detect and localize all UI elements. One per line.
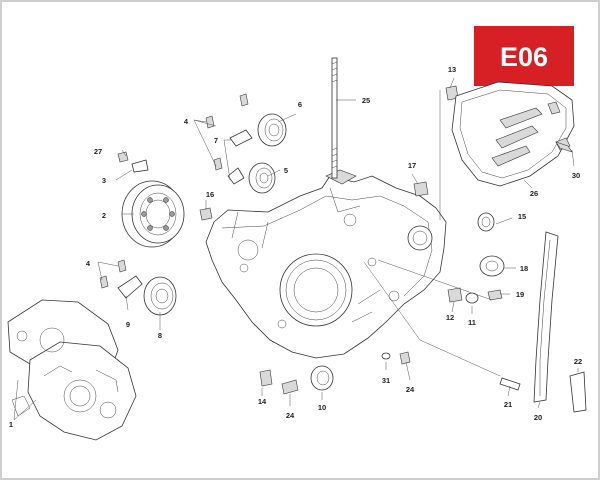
callout-21: 21 xyxy=(504,400,512,409)
callout-22: 22 xyxy=(574,357,582,366)
leader-lines xyxy=(13,77,579,421)
bearing-2 xyxy=(121,180,185,248)
callout-25: 25 xyxy=(362,96,370,105)
callout-19: 19 xyxy=(516,290,524,299)
callout-11: 11 xyxy=(468,318,476,327)
bearing-5 xyxy=(248,162,276,194)
callout-2: 2 xyxy=(102,211,106,220)
bearing-8 xyxy=(143,276,177,316)
callout-24: 24 xyxy=(286,411,295,420)
callout-14: 14 xyxy=(258,397,267,406)
callout-31: 31 xyxy=(382,376,390,385)
screws-and-retainers xyxy=(99,93,253,299)
section-badge: E06 xyxy=(474,26,574,86)
badge-background xyxy=(474,26,574,86)
callout-30: 30 xyxy=(572,171,580,180)
callout-13: 13 xyxy=(448,65,456,74)
callout-8: 8 xyxy=(158,331,162,340)
small-parts-right xyxy=(259,85,521,395)
cover-26 xyxy=(451,81,575,187)
callout-26: 26 xyxy=(530,189,538,198)
chain-guide-20 xyxy=(533,231,587,413)
assembled-crankcase-thumbnail xyxy=(7,299,137,441)
callout-10: 10 xyxy=(318,403,326,412)
callout-5: 5 xyxy=(284,166,288,175)
callout-1: 1 xyxy=(9,420,13,429)
callout-17: 17 xyxy=(408,161,416,170)
section-code: E06 xyxy=(500,42,548,72)
callout-20: 20 xyxy=(534,413,542,422)
callout-16: 16 xyxy=(206,190,214,199)
callout-24: 24 xyxy=(406,385,415,394)
callout-27: 27 xyxy=(94,147,102,156)
callout-12: 12 xyxy=(446,313,454,322)
callout-6: 6 xyxy=(298,100,302,109)
callout-labels: 1 2 3 4 4 5 6 7 8 9 10 11 12 13 14 15 16… xyxy=(9,65,582,429)
stud-25 xyxy=(331,57,338,179)
callout-4: 4 xyxy=(184,117,189,126)
callout-18: 18 xyxy=(520,264,528,273)
crankcase-half xyxy=(205,169,447,359)
callout-15: 15 xyxy=(518,212,526,221)
callout-9: 9 xyxy=(126,320,130,329)
callout-7: 7 xyxy=(214,136,218,145)
callout-3: 3 xyxy=(102,176,106,185)
bearing-6 xyxy=(257,113,287,147)
callout-4: 4 xyxy=(86,259,91,268)
bearing-10 xyxy=(310,365,334,391)
